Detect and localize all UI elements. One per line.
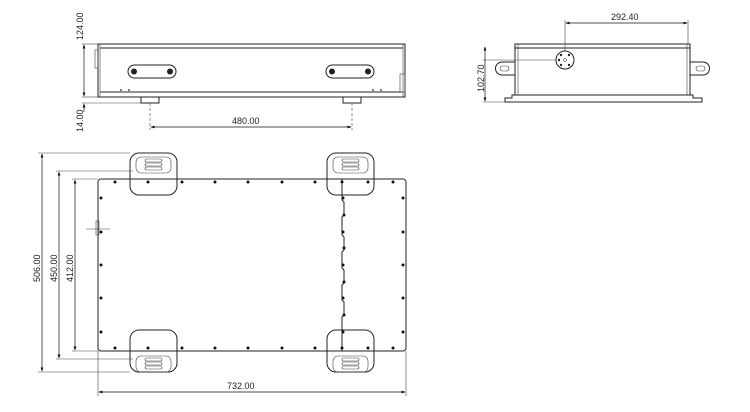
- handle-screw: [167, 68, 173, 75]
- bolt-holes: [99, 180, 405, 350]
- side-tab-left: [495, 61, 515, 76]
- plan-plate: [97, 178, 407, 352]
- bolt-hole: [340, 346, 344, 350]
- bolt-hole: [113, 180, 117, 184]
- connector-icon: [555, 50, 575, 70]
- handle-screw: [365, 68, 371, 75]
- bolt-hole: [99, 196, 103, 200]
- plan-partition: [341, 179, 345, 351]
- bolt-hole: [146, 180, 150, 184]
- bolt-hole: [340, 180, 344, 184]
- handle-grip: [332, 355, 369, 373]
- bolt-hole: [341, 330, 345, 334]
- handle-depth-dimension: 450.00: [49, 254, 59, 282]
- bolt-hole: [341, 230, 345, 234]
- front-foot-dimension: 14.00: [75, 109, 85, 132]
- bolt-hole: [99, 230, 103, 234]
- bolt-hole: [401, 263, 405, 267]
- bolt-hole: [113, 346, 117, 350]
- front-handle-left: [127, 64, 177, 79]
- front-right-latch: [399, 73, 406, 93]
- handle-rib: [341, 361, 360, 366]
- front-view: 124.00 14.00 480.00: [75, 12, 406, 132]
- bolt-hole: [146, 346, 150, 350]
- plan-view: 506.00 450.00 412.00 732.00: [32, 152, 407, 396]
- handle-grip: [332, 156, 369, 174]
- side-tab-slot: [695, 65, 706, 72]
- bolt-hole: [391, 346, 395, 350]
- carry-handles: [129, 152, 375, 373]
- length-dimension: 732.00: [227, 381, 255, 391]
- bolt-hole: [313, 346, 317, 350]
- overall-depth-dimension: 506.00: [32, 254, 42, 282]
- bolt-hole: [342, 246, 346, 250]
- bolt-hole: [401, 230, 405, 234]
- foot-spacing-dimension: 480.00: [232, 116, 260, 126]
- bolt-hole: [341, 296, 345, 300]
- handle-rib: [341, 365, 360, 370]
- side-body: [514, 43, 691, 96]
- bolt-hole: [180, 346, 184, 350]
- bolt-hole: [213, 180, 217, 184]
- bolt-hole: [99, 330, 103, 334]
- bolt-hole: [342, 313, 346, 317]
- handle-rib: [341, 357, 360, 362]
- bolt-hole: [99, 263, 103, 267]
- carry-handle: [326, 152, 375, 196]
- front-handle-right: [325, 64, 375, 79]
- handle-rib: [341, 162, 360, 167]
- handle-outline: [129, 152, 178, 196]
- front-height-dimension: 124.00: [75, 12, 85, 40]
- side-tab-right: [690, 61, 710, 76]
- bolt-hole: [313, 180, 317, 184]
- bolt-hole: [280, 180, 284, 184]
- front-screw: [120, 89, 122, 91]
- front-screw: [380, 89, 382, 91]
- carry-handle: [129, 152, 178, 196]
- handle-rib: [144, 361, 163, 366]
- plan-side-latch: [95, 220, 100, 236]
- bolt-hole: [401, 330, 405, 334]
- handle-grip: [135, 355, 172, 373]
- bolt-hole: [280, 346, 284, 350]
- handle-grip: [135, 156, 172, 174]
- handle-rib: [144, 158, 163, 163]
- bolt-hole: [342, 280, 346, 284]
- front-left-latch: [94, 49, 99, 69]
- handle-rib: [341, 166, 360, 171]
- bolt-hole: [401, 196, 405, 200]
- handle-rib: [144, 357, 163, 362]
- bolt-hole: [341, 263, 345, 267]
- bolt-hole: [366, 180, 370, 184]
- handle-rib: [144, 166, 163, 171]
- front-screw: [128, 89, 130, 91]
- handle-rib: [144, 162, 163, 167]
- handle-screw: [131, 68, 137, 75]
- bolt-hole: [341, 196, 345, 200]
- bolt-hole: [366, 346, 370, 350]
- handle-outline: [326, 152, 375, 196]
- bolt-hole: [180, 180, 184, 184]
- front-body: [97, 43, 406, 98]
- side-view: 292.40 102.70: [476, 12, 710, 103]
- bolt-hole: [342, 213, 346, 217]
- bolt-hole: [213, 346, 217, 350]
- handle-screw: [329, 68, 335, 75]
- connector-offset-dimension: 292.40: [611, 12, 639, 22]
- plate-depth-dimension: 412.00: [65, 254, 75, 282]
- handle-rib: [341, 158, 360, 163]
- bolt-hole: [99, 296, 103, 300]
- bolt-hole: [246, 346, 250, 350]
- front-screw: [372, 89, 374, 91]
- bolt-hole: [246, 180, 250, 184]
- handle-rib: [144, 365, 163, 370]
- side-height-dimension: 102.70: [476, 64, 486, 92]
- front-foot-left: [140, 96, 160, 104]
- bolt-hole: [401, 296, 405, 300]
- side-tab-slot: [499, 65, 510, 72]
- front-foot-right: [342, 96, 362, 104]
- bolt-hole: [391, 180, 395, 184]
- side-base: [504, 94, 703, 103]
